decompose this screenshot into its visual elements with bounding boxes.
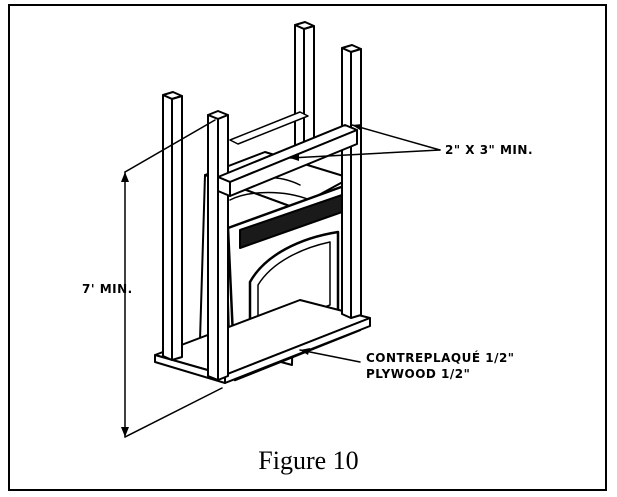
plywood-fr-label: CONTREPLAQUÉ 1/2"	[366, 350, 515, 365]
leader-lines	[124, 119, 441, 438]
arrowheads	[121, 124, 362, 437]
stud-size-label: 2" X 3" MIN.	[445, 143, 533, 157]
framing	[162, 21, 362, 381]
plywood-en-label: PLYWOOD 1/2"	[366, 367, 470, 381]
figure-caption: Figure 10	[258, 446, 359, 475]
height-min-label: 7' MIN.	[82, 282, 133, 296]
